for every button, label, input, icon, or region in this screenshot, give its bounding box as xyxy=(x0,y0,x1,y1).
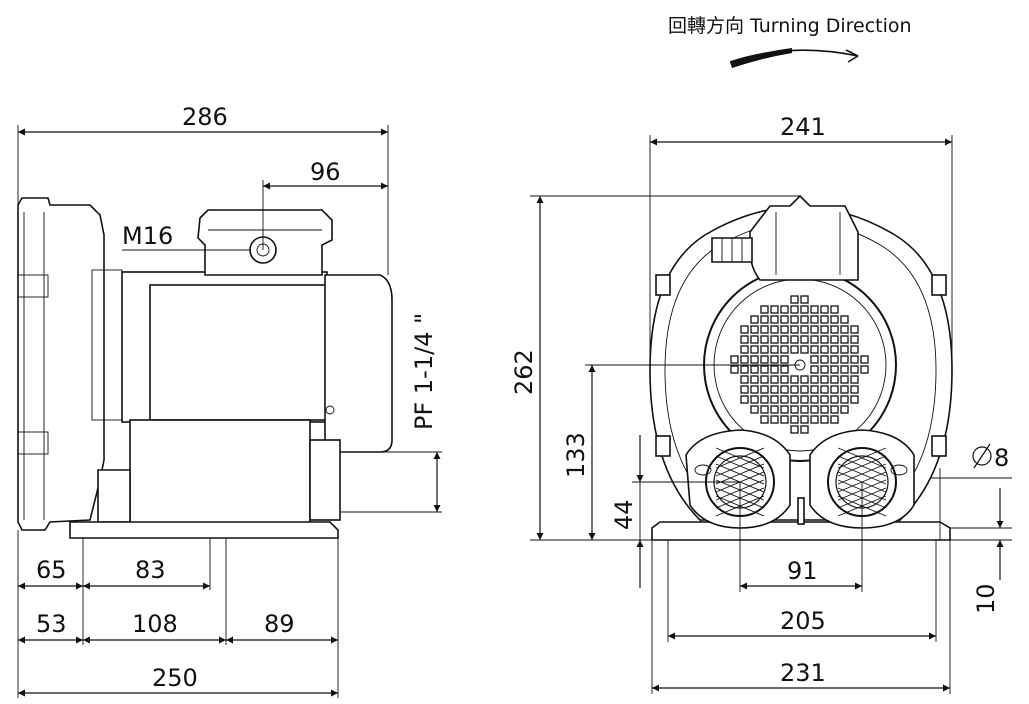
dim-base-gap-b: 83 xyxy=(135,556,166,584)
dim-port-spacing: 91 xyxy=(787,557,818,585)
dim-motor-offset: 96 xyxy=(310,158,341,186)
dim-center-height: 133 xyxy=(562,432,590,478)
dim-port-height: 44 xyxy=(610,499,638,530)
side-view-dimensions: 286 96 M16 PF 1-1/4 " 65 83 53 108 89 xyxy=(17,103,442,698)
dim-height: 262 xyxy=(510,349,538,395)
dim-base-width: 231 xyxy=(780,659,826,687)
dim-hole-spacing: 205 xyxy=(780,607,826,635)
dim-overall-length: 286 xyxy=(182,103,228,131)
fan-cover-vents xyxy=(730,295,869,434)
dim-base-thickness: 10 xyxy=(972,583,1000,614)
label-cable-gland: M16 xyxy=(122,222,173,250)
side-view xyxy=(17,197,393,539)
dim-foot-b: 89 xyxy=(264,610,295,638)
dim-width: 241 xyxy=(780,113,826,141)
dim-foot-a: 53 xyxy=(36,610,67,638)
front-view xyxy=(649,194,953,541)
front-view-dimensions: 241 262 133 44 91 205 231 xyxy=(510,113,1012,694)
label-port-thread: PF 1-1/4 " xyxy=(410,313,438,430)
diameter-symbol-icon xyxy=(972,446,992,466)
dim-foot-spacing: 108 xyxy=(132,610,178,638)
dim-hole-dia: 8 xyxy=(994,444,1009,472)
dim-base-gap-a: 65 xyxy=(36,556,67,584)
rotation-indicator: 回轉方向 Turning Direction xyxy=(668,15,912,68)
dim-base-length: 250 xyxy=(152,664,198,692)
rotation-label: 回轉方向 Turning Direction xyxy=(668,15,912,37)
